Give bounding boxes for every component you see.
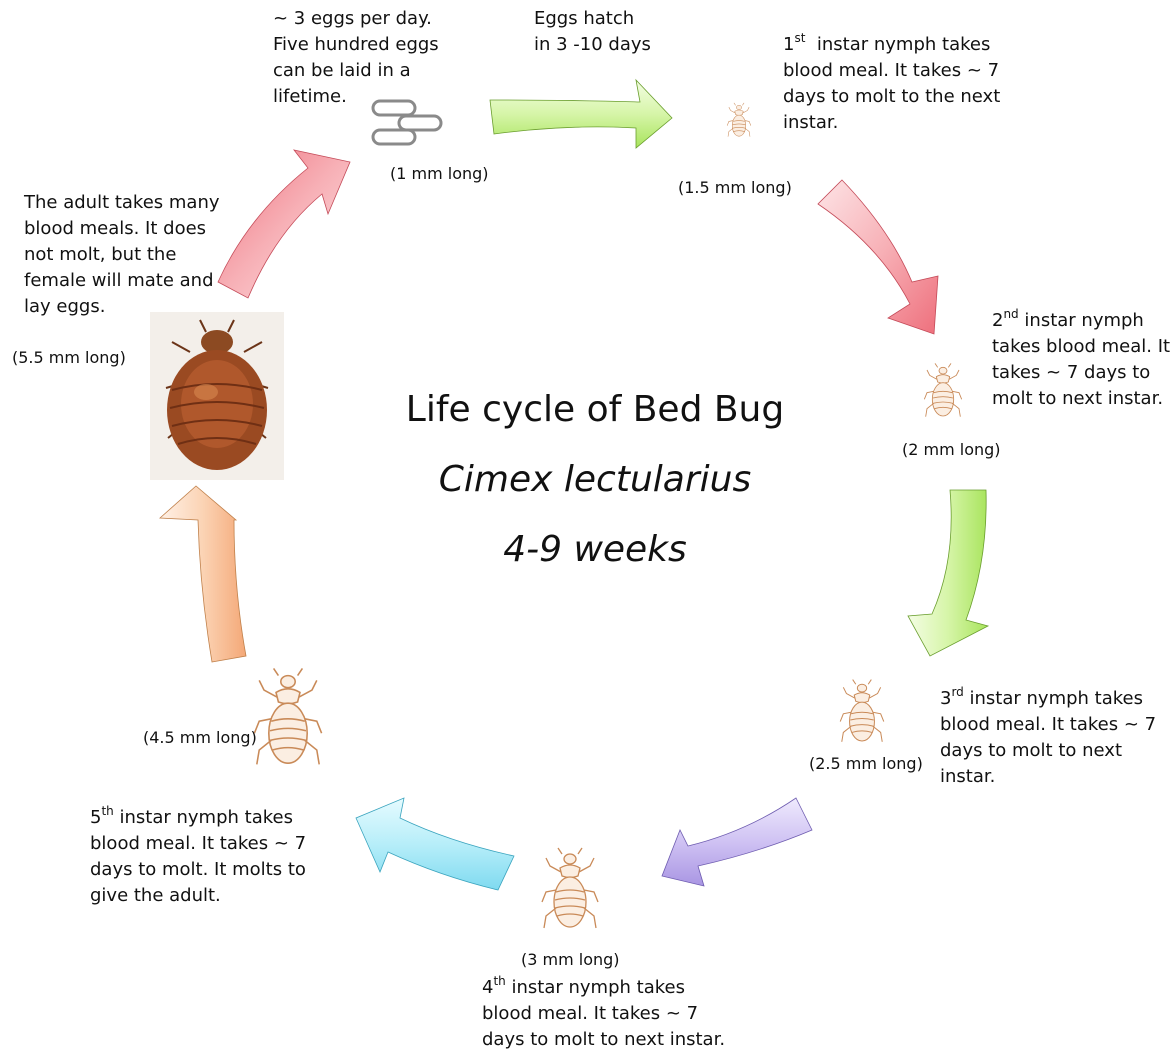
arrow-adult-to-eggs (218, 150, 350, 298)
hatch-note-line: in 3 -10 days (534, 32, 651, 58)
arrow-eggs-to-first-instar (490, 80, 672, 148)
third-instar-line: days to molt to next (940, 738, 1156, 764)
eggs-note-line: ~ 3 eggs per day. (273, 6, 439, 32)
fifth-instar-suffix: th (101, 804, 113, 818)
first-instar-line: instar. (783, 110, 1000, 136)
hatch-note-line: Eggs hatch (534, 6, 651, 32)
fourth-instar-suffix: th (493, 974, 505, 988)
fifth-instar-line: blood meal. It takes ~ 7 (90, 831, 306, 857)
fifth-instar-note: 5th instar nymph takes blood meal. It ta… (90, 805, 306, 909)
second-instar-suffix: nd (1003, 307, 1018, 321)
second-instar-size: (2 mm long) (902, 440, 1001, 460)
species-name: Cimex lectularius (300, 455, 890, 505)
first-instar-note: 1st instar nymph takes blood meal. It ta… (783, 32, 1000, 136)
eggs-size: (1 mm long) (390, 164, 489, 184)
second-instar-line: takes ~ 7 days to (992, 360, 1170, 386)
fourth-instar-line: instar nymph takes (506, 977, 685, 998)
fifth-instar-line: days to molt. It molts to (90, 857, 306, 883)
first-instar-line: instar nymph takes (805, 34, 990, 55)
fifth-instar-bug-icon (254, 668, 321, 764)
second-instar-note: 2nd instar nymph takes blood meal. It ta… (992, 308, 1170, 412)
adult-note-line: The adult takes many (24, 190, 220, 216)
fourth-instar-line: days to molt to next instar. (482, 1027, 725, 1053)
cycle-duration: 4-9 weeks (300, 525, 890, 575)
eggs-note: ~ 3 eggs per day. Five hundred eggs can … (273, 6, 439, 110)
fourth-instar-note: 4th instar nymph takes blood meal. It ta… (482, 975, 725, 1053)
second-instar-ordinal: 2 (992, 310, 1003, 331)
fourth-instar-size: (3 mm long) (521, 950, 620, 970)
eggs-note-line: Five hundred eggs (273, 32, 439, 58)
adult-note-line: blood meals. It does (24, 216, 220, 242)
third-instar-ordinal: 3 (940, 688, 951, 709)
adult-note-line: lay eggs. (24, 294, 220, 320)
third-instar-bug-icon (840, 680, 884, 742)
fifth-instar-ordinal: 5 (90, 807, 101, 828)
second-instar-line: molt to next instar. (992, 386, 1170, 412)
fourth-instar-ordinal: 4 (482, 977, 493, 998)
first-instar-suffix: st (794, 31, 805, 45)
first-instar-bug-icon (727, 103, 751, 137)
fifth-instar-line: give the adult. (90, 883, 306, 909)
third-instar-line: instar nymph takes (964, 688, 1143, 709)
first-instar-ordinal: 1 (783, 34, 794, 55)
adult-note-line: not molt, but the (24, 242, 220, 268)
second-instar-line: takes blood meal. It (992, 334, 1170, 360)
adult-note-line: female will mate and (24, 268, 220, 294)
third-instar-note: 3rd instar nymph takes blood meal. It ta… (940, 686, 1156, 790)
third-instar-line: blood meal. It takes ~ 7 (940, 712, 1156, 738)
fifth-instar-line: instar nymph takes (114, 807, 293, 828)
third-instar-size: (2.5 mm long) (809, 754, 923, 774)
eggs-note-line: lifetime. (273, 84, 439, 110)
fifth-instar-size: (4.5 mm long) (143, 728, 257, 748)
fourth-instar-line: blood meal. It takes ~ 7 (482, 1001, 725, 1027)
arrow-fifth-to-adult (160, 486, 246, 662)
arrow-third-to-fourth-instar (662, 798, 812, 886)
hatch-note: Eggs hatch in 3 -10 days (534, 6, 651, 58)
second-instar-bug-icon (924, 363, 961, 416)
arrow-second-to-third-instar (908, 490, 988, 656)
arrow-first-to-second-instar (818, 180, 938, 334)
adult-note: The adult takes many blood meals. It doe… (24, 190, 220, 320)
adult-bed-bug-photo (150, 312, 284, 480)
third-instar-suffix: rd (951, 685, 963, 699)
fourth-instar-bug-icon (542, 848, 598, 928)
diagram-title: Life cycle of Bed Bug (300, 385, 890, 435)
arrow-fourth-to-fifth-instar (356, 798, 514, 890)
adult-size: (5.5 mm long) (12, 348, 126, 368)
first-instar-line: days to molt to the next (783, 84, 1000, 110)
third-instar-line: instar. (940, 764, 1156, 790)
first-instar-line: blood meal. It takes ~ 7 (783, 58, 1000, 84)
eggs-note-line: can be laid in a (273, 58, 439, 84)
first-instar-size: (1.5 mm long) (678, 178, 792, 198)
second-instar-line: instar nymph (1019, 310, 1144, 331)
